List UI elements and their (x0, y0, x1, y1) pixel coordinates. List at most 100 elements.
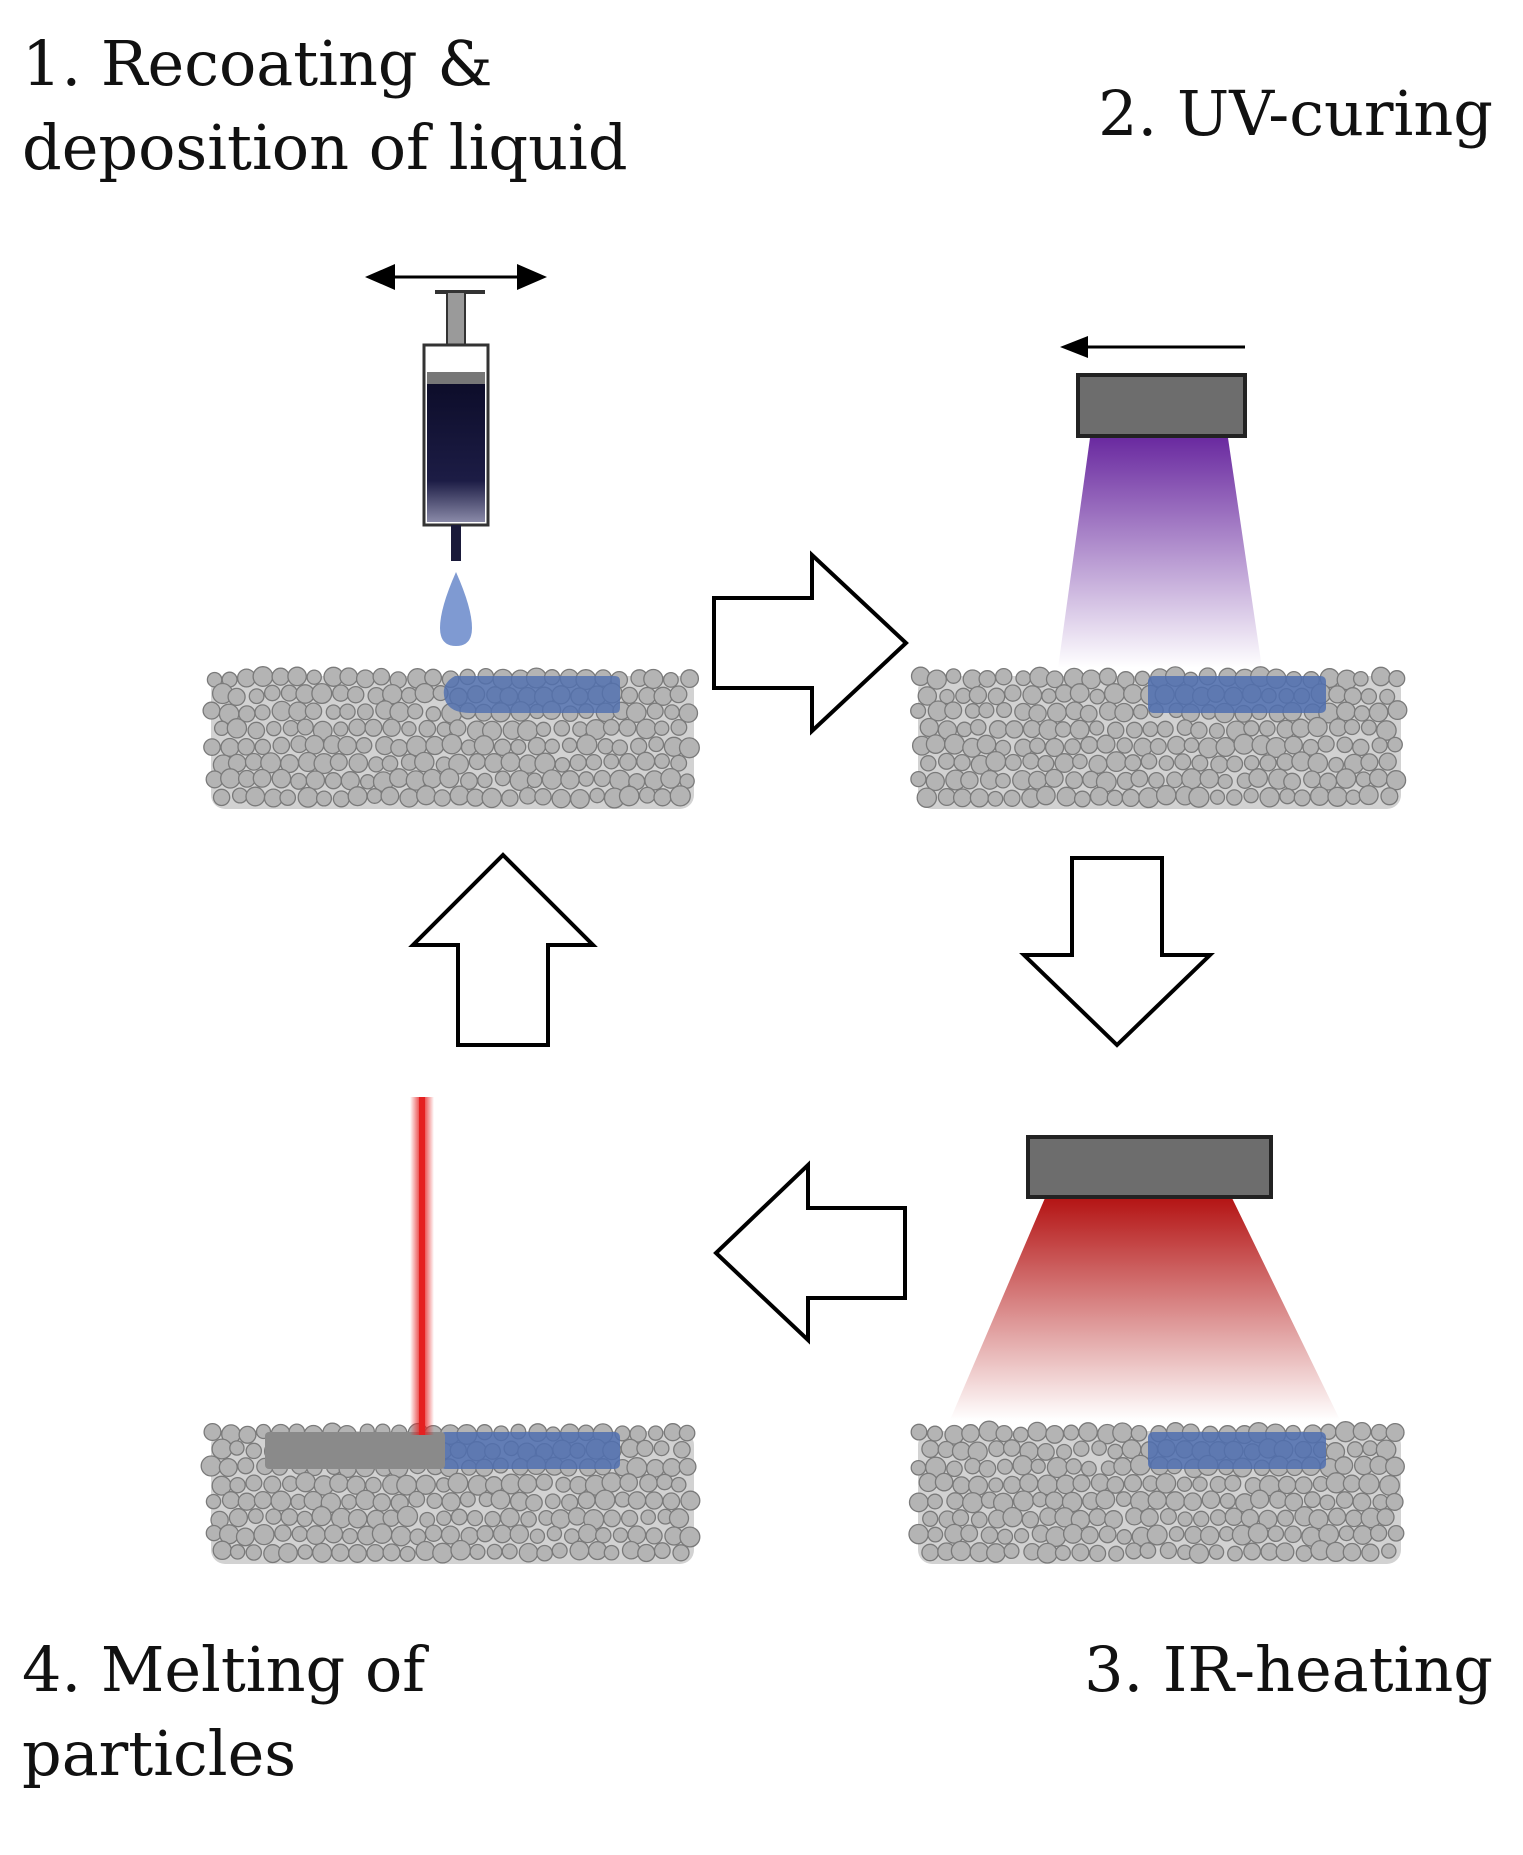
powder-particle (290, 772, 308, 790)
powder-particle (450, 1539, 472, 1561)
powder-particle (447, 1472, 469, 1494)
powder-particle (1243, 1542, 1262, 1561)
powder-particle (1055, 1474, 1076, 1495)
heated-layer-step3 (1148, 1432, 1326, 1469)
powder-particle (636, 751, 656, 771)
powder-particle (1114, 702, 1134, 723)
powder-particle (311, 682, 333, 705)
powder-particle (670, 718, 688, 736)
powder-particle (425, 706, 442, 722)
powder-particle (1379, 688, 1396, 705)
powder-particle (1063, 1424, 1080, 1441)
powder-particle (1258, 1509, 1278, 1530)
powder-particle (910, 770, 927, 788)
powder-particle (252, 666, 274, 687)
powder-particle (988, 1477, 1004, 1493)
powder-particle (618, 718, 637, 737)
powder-particle (541, 769, 563, 790)
powder-particle (1291, 718, 1311, 738)
powder-particle (1328, 756, 1345, 773)
powder-particle (1181, 768, 1203, 790)
powder-particle (1355, 771, 1372, 788)
powder-particle (509, 1524, 530, 1544)
powder-particle (1192, 1510, 1210, 1528)
powder-particle (1243, 787, 1259, 804)
powder-particle (1176, 719, 1194, 736)
powder-particle (1358, 1473, 1380, 1495)
powder-particle (1065, 771, 1084, 790)
powder-particle (1105, 751, 1127, 773)
powder-particle (1091, 1440, 1107, 1456)
powder-particle (473, 735, 495, 756)
powder-particle (1334, 1421, 1357, 1443)
powder-particle (1218, 1526, 1235, 1542)
powder-particle (272, 736, 291, 755)
powder-particle (1209, 1475, 1227, 1494)
powder-particle (263, 1475, 282, 1494)
powder-particle (390, 738, 409, 757)
powder-particle (324, 1524, 344, 1544)
powder-particle (218, 1457, 238, 1478)
powder-particle (1138, 787, 1160, 809)
powder-particle (329, 1473, 349, 1493)
powder-particle (389, 768, 409, 788)
powder-particle (315, 790, 333, 807)
powder-particle (636, 718, 657, 740)
powder-particle (400, 687, 418, 704)
powder-particle (662, 1458, 682, 1477)
powder-particle (555, 1476, 572, 1493)
powder-particle (922, 1510, 939, 1527)
powder-particle (1362, 1440, 1379, 1457)
powder-particle (1191, 754, 1209, 772)
powder-particle (1260, 1542, 1279, 1561)
uv-light-beam (1058, 438, 1262, 668)
powder-particle (341, 1493, 358, 1510)
powder-particle (399, 1545, 416, 1562)
powder-particle (1089, 720, 1105, 736)
powder-particle (1012, 1426, 1029, 1443)
powder-particle (297, 786, 319, 808)
powder-particle (678, 1457, 697, 1476)
powder-particle (1125, 1542, 1143, 1560)
powder-particle (229, 1476, 246, 1494)
powder-particle (1284, 1492, 1304, 1512)
powder-particle (1226, 755, 1244, 773)
powder-particle (1069, 719, 1090, 740)
powder-particle (572, 721, 589, 738)
powder-particle (595, 1527, 612, 1544)
powder-particle (952, 1476, 971, 1495)
powder-particle (238, 1425, 257, 1444)
powder-particle (499, 1507, 520, 1528)
powder-particle (380, 786, 400, 806)
powder-particle (925, 734, 946, 754)
powder-particle (304, 702, 323, 720)
powder-particle (348, 1544, 367, 1563)
powder-particle (1045, 670, 1064, 689)
powder-particle (1112, 1422, 1133, 1443)
powder-particle (1336, 736, 1354, 754)
powder-particle (602, 718, 620, 736)
step4-label-line2: particles (22, 1717, 297, 1790)
powder-particle (296, 718, 314, 736)
powder-particle (526, 772, 543, 789)
powder-particle (986, 1543, 1006, 1563)
powder-particle (419, 1511, 436, 1528)
powder-particle (1132, 704, 1149, 720)
powder-particle (440, 1525, 460, 1545)
powder-particle (1003, 789, 1021, 807)
powder-particle (1335, 768, 1357, 789)
powder-particle (637, 1543, 656, 1563)
powder-particle (987, 687, 1006, 706)
powder-particle (1030, 1458, 1046, 1474)
powder-particle (481, 787, 502, 809)
powder-particle (597, 738, 614, 755)
powder-particle (359, 774, 376, 790)
powder-particle (1029, 737, 1046, 755)
uv-lamp-housing (1076, 373, 1247, 438)
powder-particle (382, 718, 401, 737)
powder-particle (1190, 721, 1208, 740)
powder-particle (1177, 1511, 1193, 1527)
powder-particle (1208, 722, 1225, 739)
powder-particle (1217, 773, 1233, 790)
powder-particle (937, 752, 956, 770)
